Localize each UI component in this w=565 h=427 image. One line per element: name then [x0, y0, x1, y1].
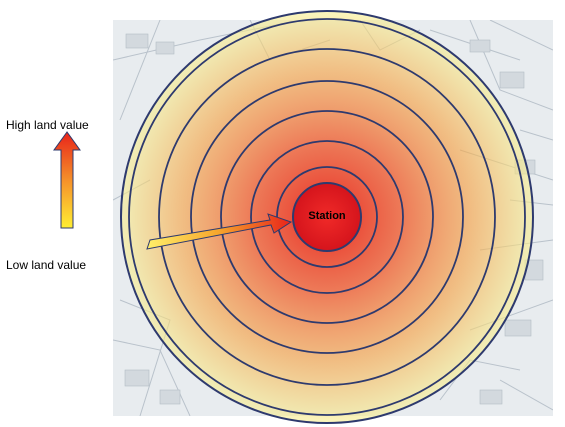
- ring-2: [158, 48, 496, 386]
- low-land-value-label: Low land value: [6, 258, 87, 272]
- station-label: Station: [308, 210, 346, 222]
- arrow-up-icon: [53, 131, 81, 229]
- station-circle: [292, 182, 362, 252]
- ring-3: [190, 80, 464, 354]
- high-land-value-label: High land value: [6, 118, 89, 132]
- ring-5: [250, 140, 404, 294]
- ring-1: [128, 18, 526, 416]
- arrow-right-icon: [146, 213, 293, 250]
- ring-4: [220, 110, 434, 324]
